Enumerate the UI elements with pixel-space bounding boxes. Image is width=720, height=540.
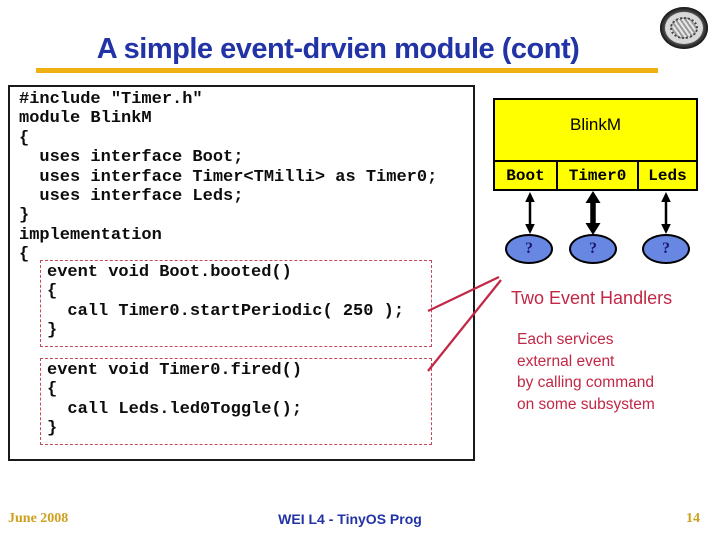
university-seal-logo	[660, 7, 708, 49]
code-boot-booted-handler: event void Boot.booted() { call Timer0.s…	[47, 263, 405, 341]
unknown-provider-ellipse-timer0: ?	[569, 234, 617, 264]
interface-cell-timer0: Timer0	[556, 160, 639, 191]
interface-cell-boot: Boot	[493, 160, 558, 191]
code-box: #include "Timer.h" module BlinkM { uses …	[8, 85, 475, 461]
interface-cell-leds: Leds	[637, 160, 698, 191]
title-underline	[36, 68, 658, 73]
code-module-declaration: #include "Timer.h" module BlinkM { uses …	[19, 90, 438, 265]
footer-date: June 2008	[8, 511, 69, 526]
footer-course-label: WEI L4 - TinyOS Prog	[278, 511, 422, 527]
handler-box-timer0-fired: event void Timer0.fired() { call Leds.le…	[40, 358, 432, 445]
double-arrow-icon-boot	[525, 192, 535, 234]
double-arrow-icon-timer0	[585, 191, 601, 235]
seal-core	[670, 17, 698, 39]
handler-box-boot-booted: event void Boot.booted() { call Timer0.s…	[40, 260, 432, 347]
unknown-provider-ellipse-boot: ?	[505, 234, 553, 264]
unknown-provider-ellipse-leds: ?	[642, 234, 690, 264]
footer-page-number: 14	[686, 511, 700, 526]
annotation-heading: Two Event Handlers	[511, 288, 673, 308]
double-arrow-icon-leds	[661, 192, 671, 234]
code-timer0-fired-handler: event void Timer0.fired() { call Leds.le…	[47, 361, 303, 439]
slide-title: A simple event-drvien module (cont)	[96, 33, 580, 65]
module-name-label: BlinkM	[569, 115, 621, 134]
annotation-body: Each services external event by calling …	[517, 331, 655, 413]
